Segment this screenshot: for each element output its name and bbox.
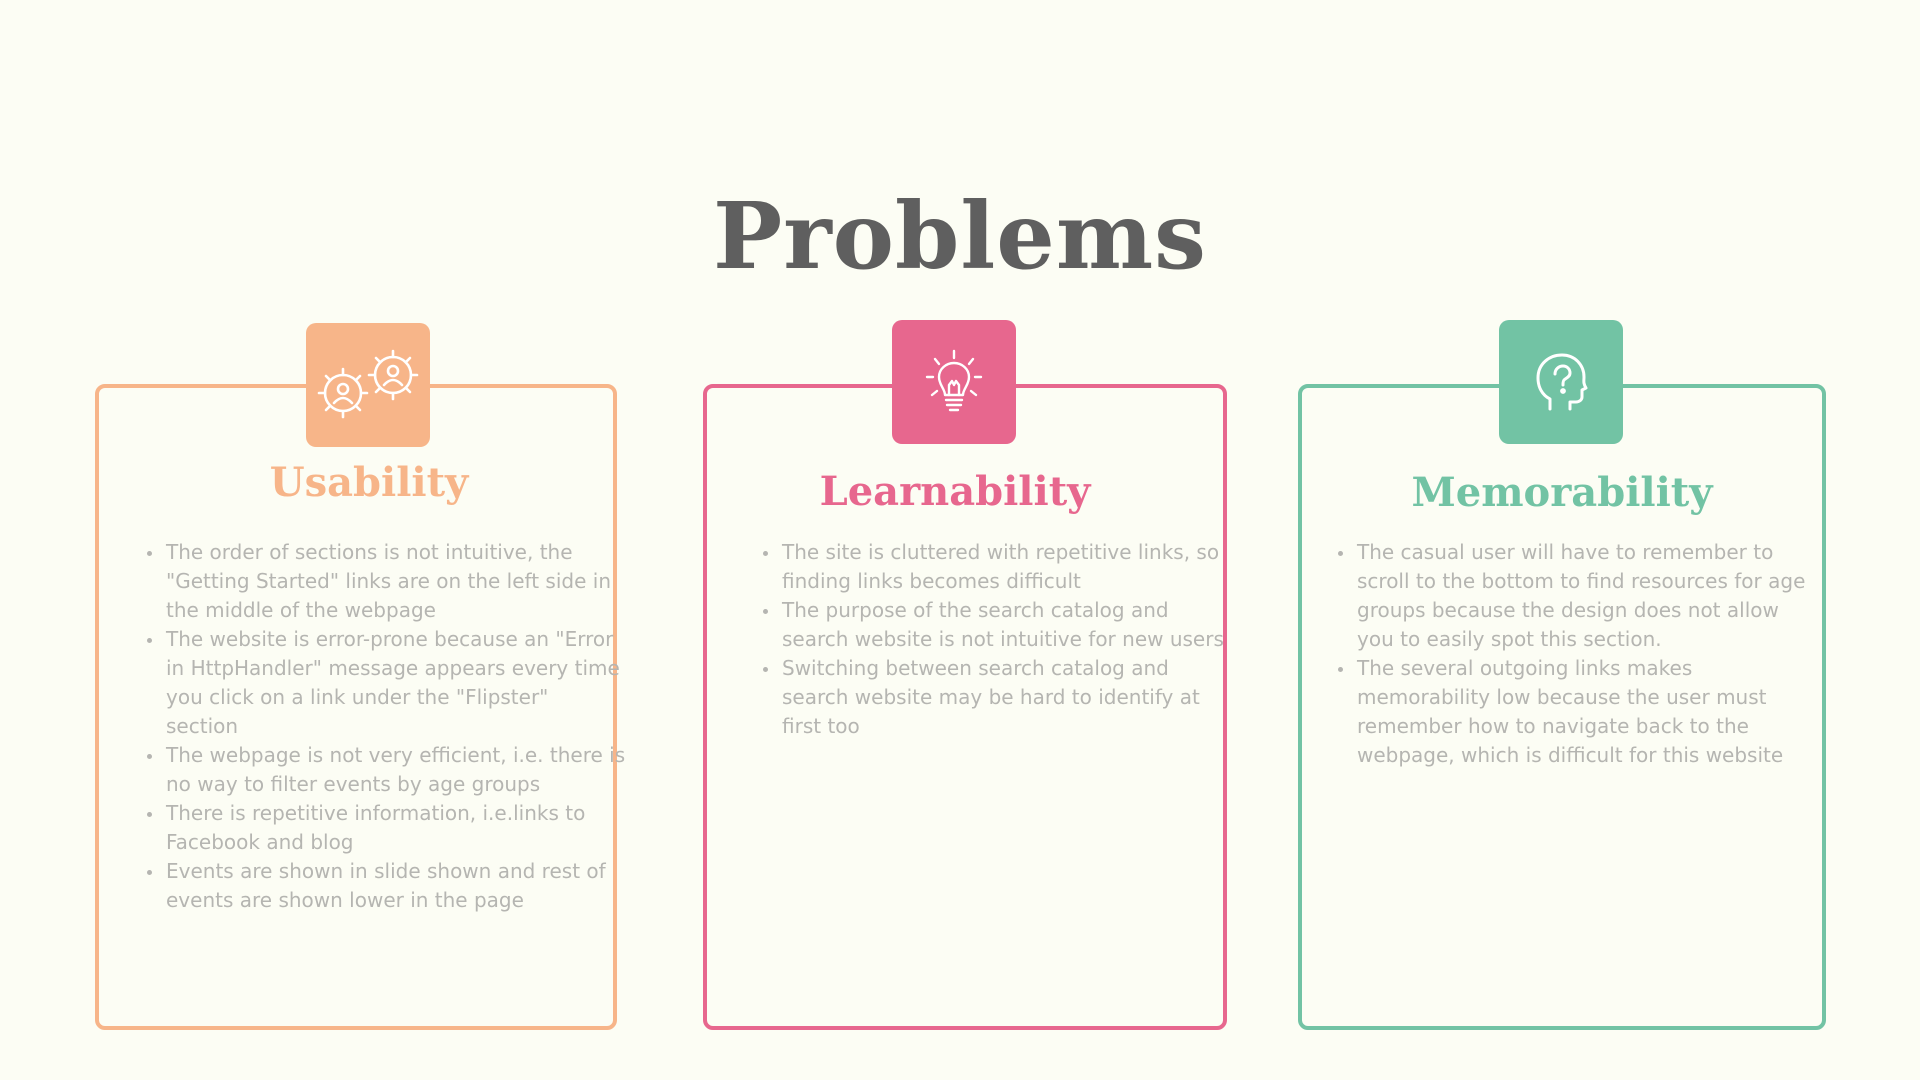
list-item: The purpose of the search catalog and se… [780,596,1240,654]
memorability-heading: Memorability [1411,469,1713,516]
usability-bullet-list: The order of sections is not intuitive, … [138,538,626,915]
list-item: The order of sections is not intuitive, … [164,538,626,625]
page-title: Problems [713,181,1207,290]
list-item: There is repetitive information, i.e.lin… [164,799,626,857]
memorability-bullet-list: The casual user will have to remember to… [1329,538,1815,770]
learnability-bullet-list: The site is cluttered with repetitive li… [754,538,1240,741]
gears-people-icon [313,345,423,425]
head-question-icon [1526,347,1596,417]
list-item: The website is error-prone because an "E… [164,625,626,741]
memorability-icon-tile [1499,320,1623,444]
learnability-icon-tile [892,320,1016,444]
list-item: Events are shown in slide shown and rest… [164,857,626,915]
list-item: The site is cluttered with repetitive li… [780,538,1240,596]
list-item: The casual user will have to remember to… [1355,538,1815,654]
list-item: Switching between search catalog and sea… [780,654,1240,741]
usability-heading: Usability [269,459,469,506]
list-item: The several outgoing links makes memorab… [1355,654,1815,770]
list-item: The webpage is not very efficient, i.e. … [164,741,626,799]
usability-icon-tile [306,323,430,447]
learnability-heading: Learnability [819,468,1091,515]
lightbulb-icon [919,347,989,417]
